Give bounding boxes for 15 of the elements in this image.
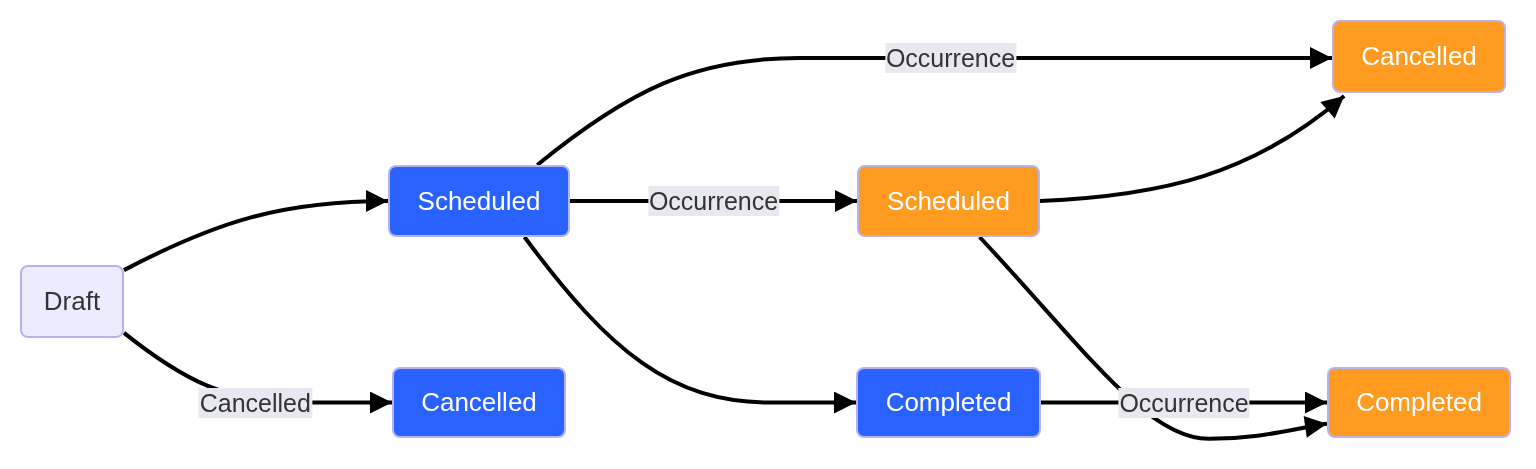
state-box: Completed: [1327, 367, 1511, 438]
arrow: [978, 235, 1328, 441]
edge-label: Cancelled: [198, 387, 312, 418]
state-box: Scheduled: [857, 165, 1040, 237]
edge-label: Occurrence: [647, 186, 780, 216]
arrow: [123, 190, 390, 272]
state-box: Cancelled: [1332, 20, 1506, 93]
state-box: Completed: [856, 367, 1041, 438]
arrow: [1039, 94, 1346, 203]
edge-label: Occurrence: [884, 42, 1017, 73]
edge-label: Occurrence: [1118, 387, 1250, 418]
state-box: Scheduled: [388, 165, 570, 237]
state-box: Draft: [20, 265, 124, 338]
arrow: [522, 235, 856, 414]
state-box: Cancelled: [392, 367, 566, 438]
